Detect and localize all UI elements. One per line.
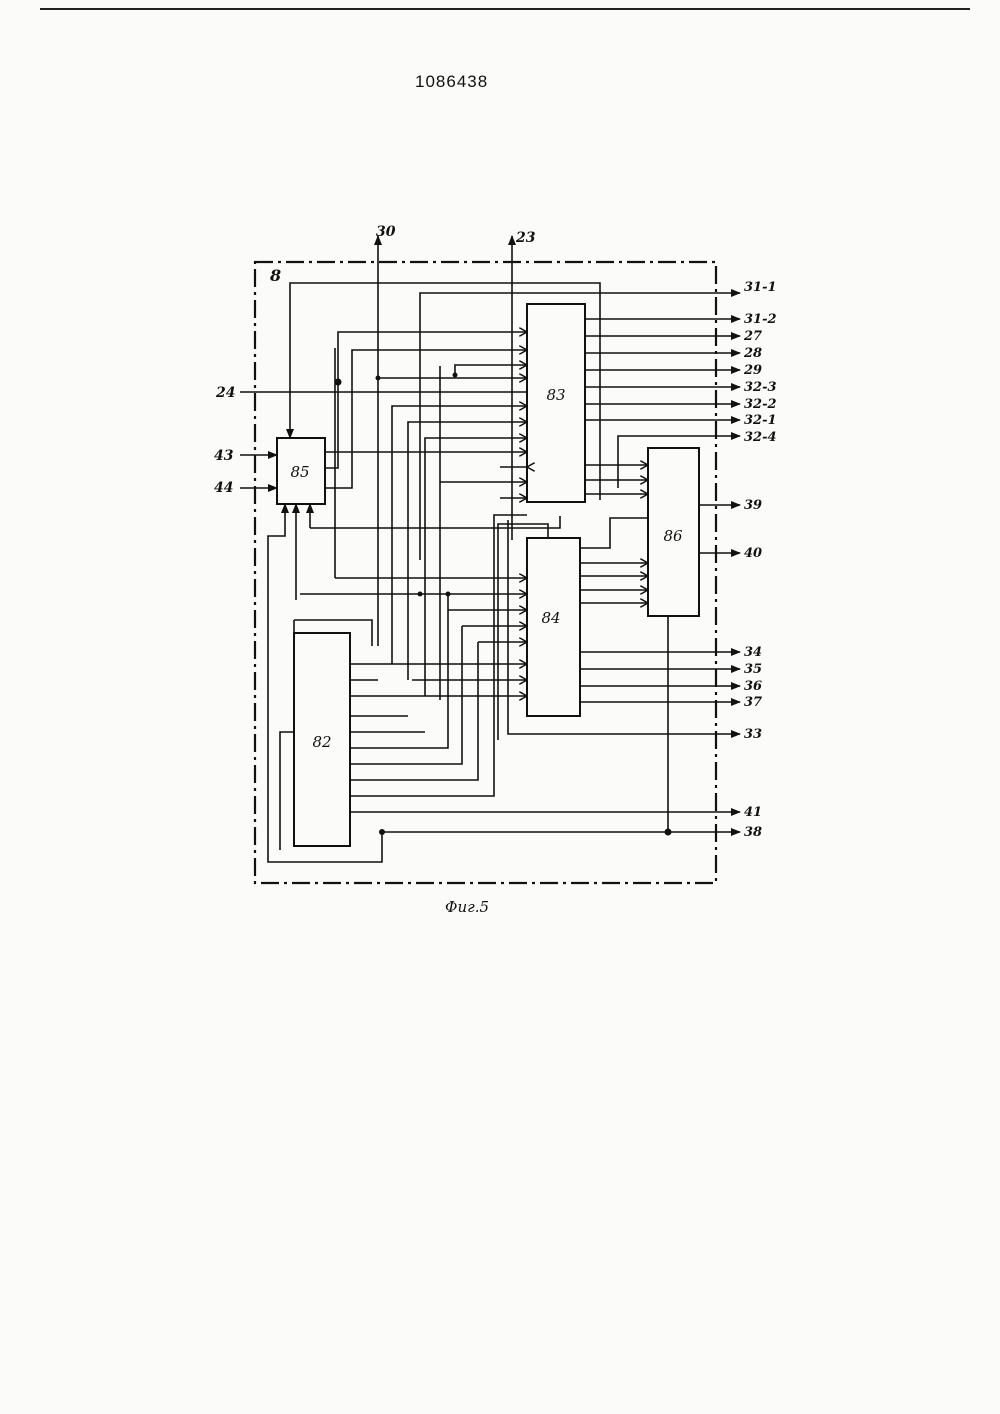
block-86-label: 86 <box>663 527 683 545</box>
output-36-label: 36 <box>744 679 762 694</box>
output-23-label: 23 <box>515 230 536 246</box>
output-34-label: 34 <box>744 645 762 660</box>
output-27-label: 27 <box>743 329 762 344</box>
junction-dots <box>335 373 672 836</box>
output-31-2-label: 31-2 <box>744 312 777 327</box>
output-33-label: 33 <box>744 727 762 742</box>
block-84-label: 84 <box>541 609 560 627</box>
output-41-label: 41 <box>744 805 762 820</box>
block-83-label: 83 <box>546 386 565 404</box>
input-44-label: 44 <box>214 480 233 496</box>
output-39-label: 39 <box>744 498 762 513</box>
output-32-3-label: 32-3 <box>744 380 777 395</box>
block-85-label: 85 <box>290 463 309 481</box>
block-82-label: 82 <box>312 733 331 751</box>
block-86: 86 <box>648 448 699 616</box>
block-84: 84 <box>527 538 580 716</box>
input-43-label: 43 <box>214 448 234 464</box>
output-31-1-label: 31-1 <box>744 280 777 295</box>
block-82: 82 <box>294 633 350 846</box>
figure-caption: Фиг.5 <box>445 898 489 916</box>
connections <box>240 236 740 862</box>
output-32-2-label: 32-2 <box>744 397 777 412</box>
block-83: 83 <box>527 304 585 502</box>
output-32-4-label: 32-4 <box>744 430 777 445</box>
output-38-label: 38 <box>744 825 762 840</box>
input-24-label: 24 <box>215 385 235 401</box>
unit-8-boundary <box>255 262 716 883</box>
output-29-label: 29 <box>743 363 762 378</box>
right-output-labels: 31-1 31-2 27 28 29 32-3 32-2 32-1 32-4 3… <box>743 280 777 840</box>
output-30-label: 30 <box>376 224 396 240</box>
output-28-label: 28 <box>743 346 762 361</box>
block-85: 85 <box>277 438 325 504</box>
output-32-1-label: 32-1 <box>744 413 777 428</box>
output-40-label: 40 <box>744 546 762 561</box>
unit-label: 8 <box>269 266 281 285</box>
output-35-label: 35 <box>744 662 762 677</box>
output-37-label: 37 <box>744 695 762 710</box>
